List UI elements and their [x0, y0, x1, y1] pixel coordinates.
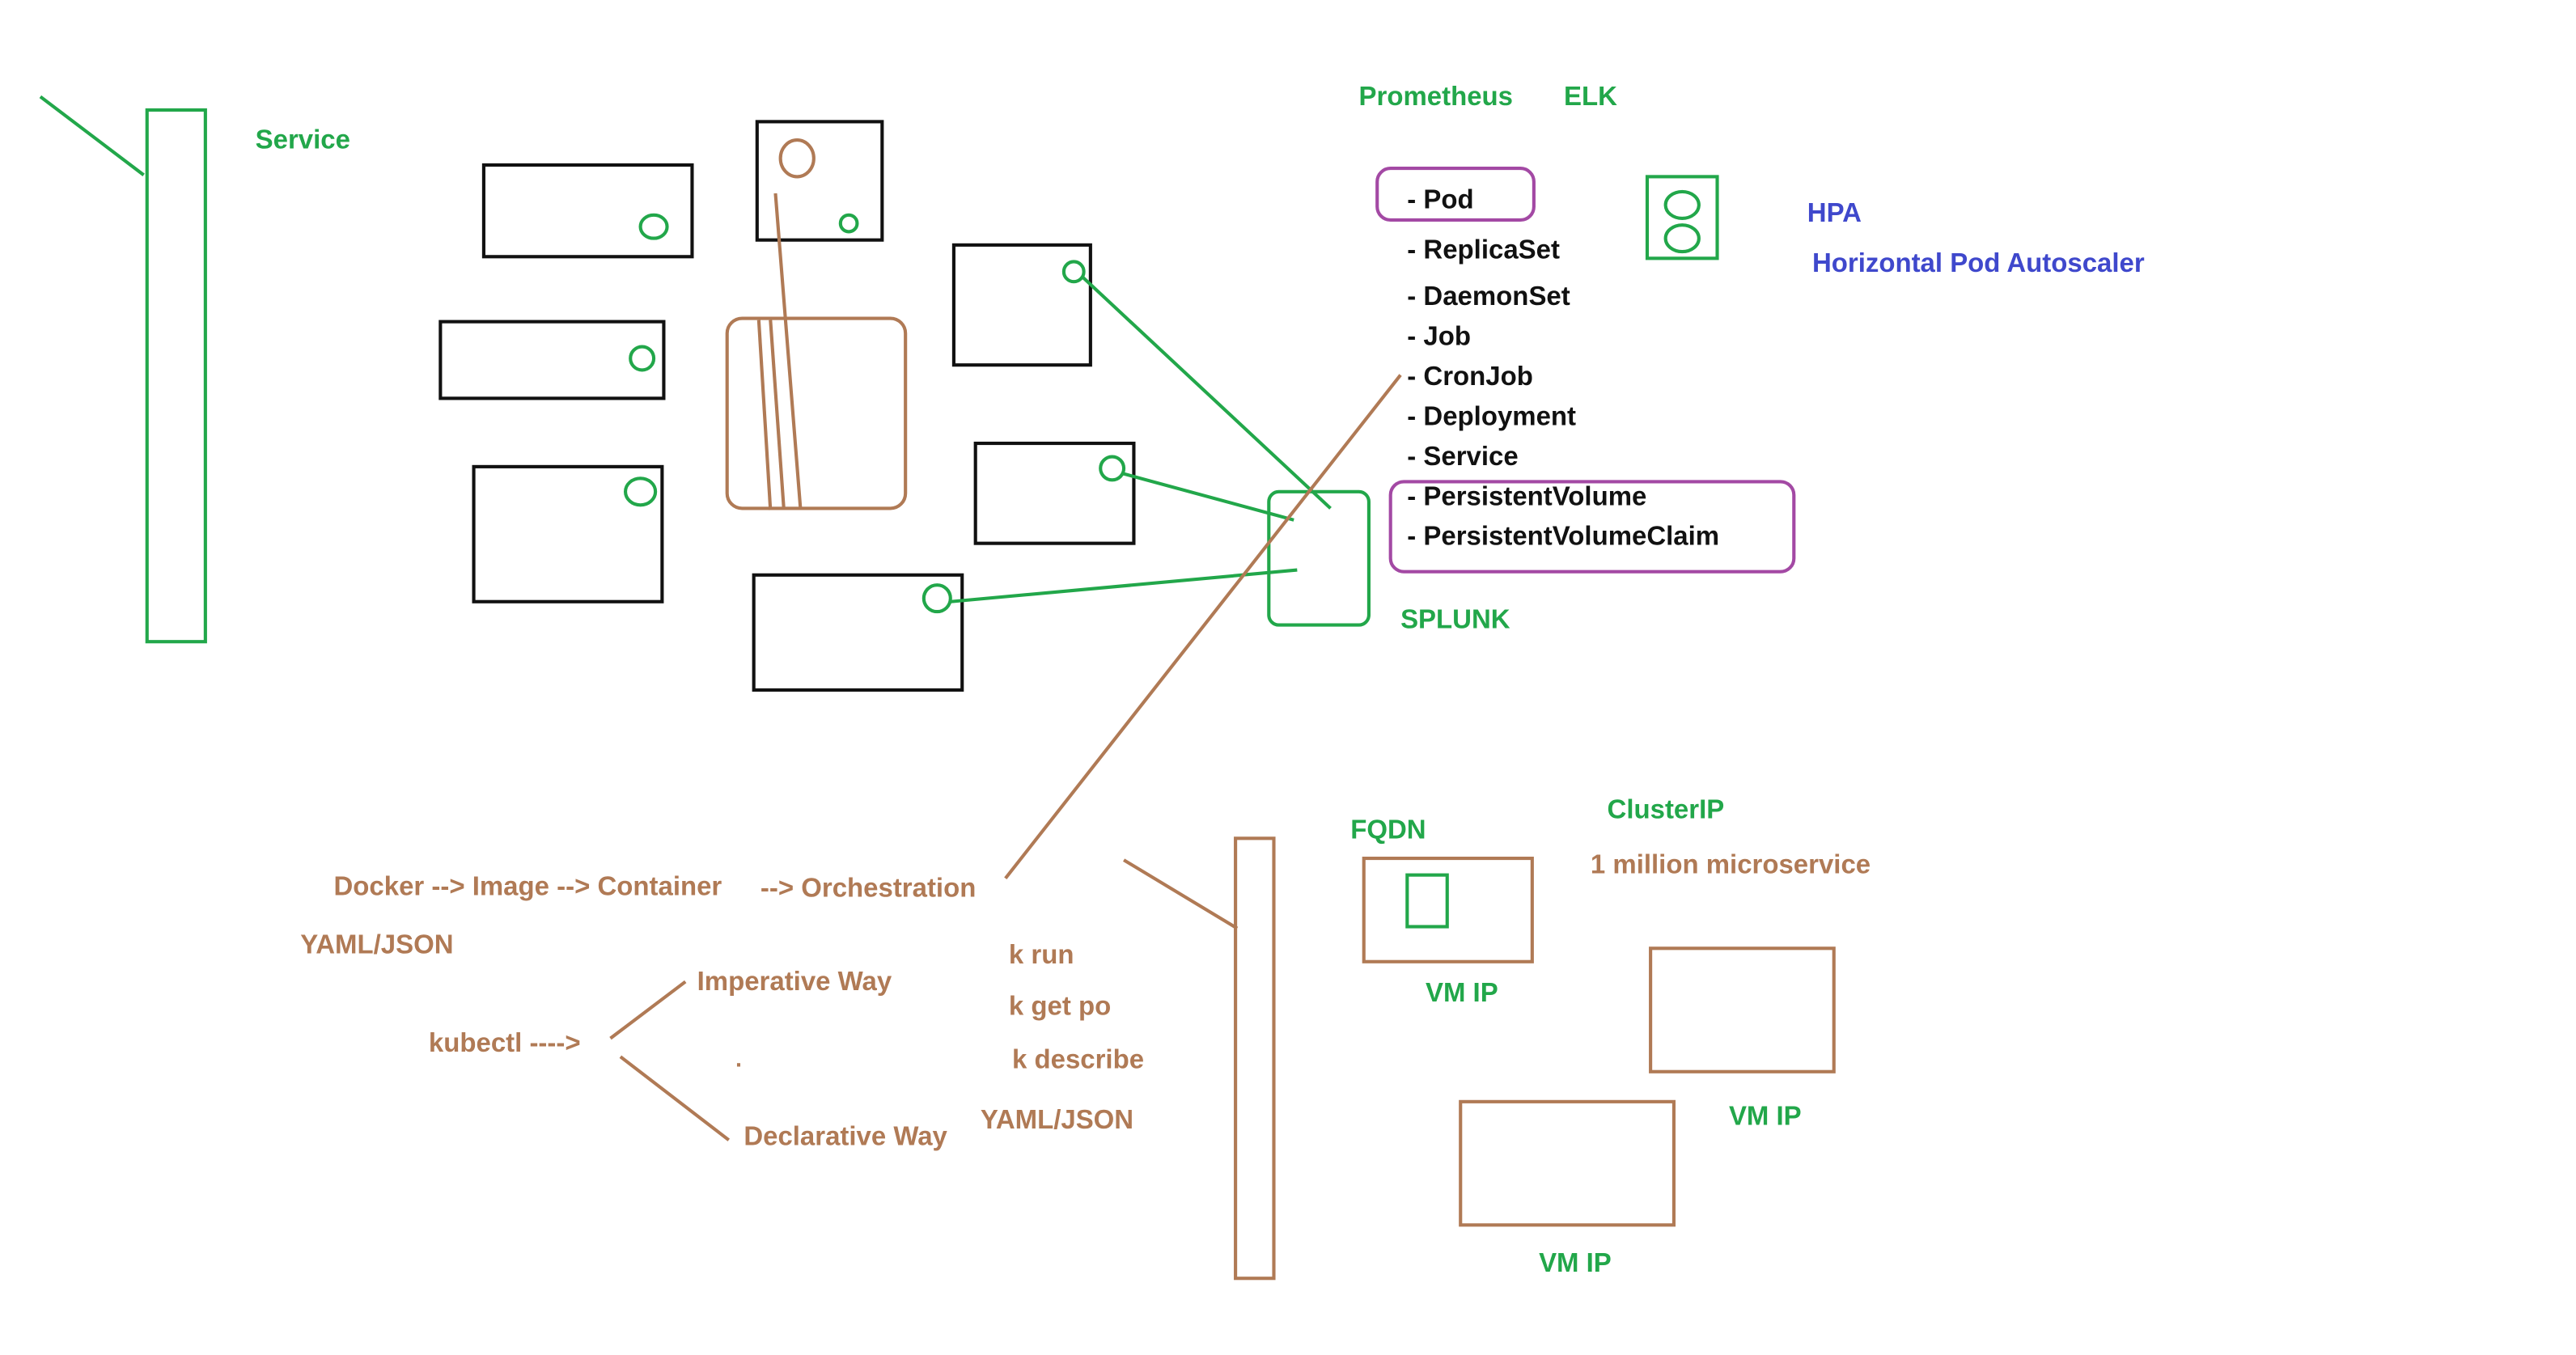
splunk-label: SPLUNK — [1400, 604, 1510, 634]
pod-circle — [629, 345, 656, 372]
pod-circle — [838, 213, 859, 234]
pod-circle — [922, 583, 952, 614]
orchestration-arrow-line — [1004, 374, 1402, 880]
k8s-object-item: - Deployment — [1407, 400, 1576, 430]
service-box — [1267, 489, 1371, 627]
service-bar — [145, 108, 207, 644]
k8s-object-item: - PersistentVolumeClaim — [1407, 521, 1719, 551]
pod-circle — [1061, 260, 1086, 284]
node-box-3 — [472, 464, 664, 603]
k8s-object-item: - DaemonSet — [1407, 281, 1570, 311]
elk-label: ELK — [1564, 81, 1617, 111]
brown-bar-connector-line — [1122, 858, 1239, 930]
brown-rounded-box — [725, 193, 908, 510]
k8s-object-item: - Service — [1407, 441, 1518, 471]
node-box-6 — [973, 441, 1136, 545]
node-box-1 — [481, 163, 694, 259]
million-microservice-label: 1 million microservice — [1591, 849, 1871, 879]
pod-link-line — [1121, 472, 1294, 522]
pod-circle — [1099, 455, 1126, 482]
pod-link-line — [950, 568, 1298, 603]
orchestration-label: --> Orchestration — [761, 872, 976, 902]
imperative-branch-line — [609, 980, 687, 1040]
k8s-object-item: - CronJob — [1407, 361, 1533, 391]
yaml-json-declarative-label: YAML/JSON — [981, 1104, 1133, 1134]
vm-box-1 — [1362, 856, 1534, 963]
brown-pod-circle — [778, 138, 816, 179]
fqdn-label: FQDN — [1350, 814, 1426, 844]
container-box — [1405, 873, 1449, 929]
k8s-object-item: - Job — [1407, 320, 1471, 350]
node-box-5 — [951, 243, 1092, 367]
declarative-branch-line — [619, 1055, 731, 1141]
persistent-volume-highlight-box — [1388, 480, 1796, 574]
brown-bar — [1234, 836, 1276, 1281]
declarative-label: Declarative Way — [744, 1120, 947, 1150]
k8s-object-item: - ReplicaSet — [1407, 234, 1560, 264]
vm-ip-label-2: VM IP — [1729, 1101, 1802, 1131]
pod-circle — [638, 213, 669, 240]
node-box-2 — [439, 320, 666, 400]
cluster-ip-label: ClusterIP — [1608, 794, 1725, 824]
k-describe-command: k describe — [1012, 1044, 1144, 1074]
pod-highlight-box — [1375, 167, 1536, 222]
k8s-object-list: - Pod - ReplicaSet - DaemonSet - Job - C… — [1407, 184, 1719, 551]
yaml-json-label: YAML/JSON — [300, 929, 453, 959]
dot-mark: . — [735, 1047, 742, 1073]
pod-circle — [623, 476, 658, 507]
service-label: Service — [256, 124, 350, 154]
hpa-label: HPA — [1807, 197, 1862, 227]
imperative-label: Imperative Way — [697, 966, 892, 996]
pod-link-line — [1081, 275, 1332, 510]
docker-flow-label: Docker --> Image --> Container — [333, 870, 722, 900]
hpa-full-label: Horizontal Pod Autoscaler — [1812, 248, 2145, 277]
vm-ip-label-3: VM IP — [1539, 1247, 1612, 1277]
vm-ip-label-1: VM IP — [1426, 977, 1498, 1007]
prometheus-label: Prometheus — [1359, 81, 1513, 111]
node-box-4 — [755, 120, 884, 242]
k8s-object-item: - PersistentVolume — [1407, 481, 1646, 510]
k-run-command: k run — [1009, 939, 1074, 969]
node-box-7 — [752, 573, 964, 692]
kubectl-label: kubectl ----> — [429, 1027, 581, 1057]
service-connector-line — [39, 95, 145, 176]
k8s-object-item: - Pod — [1407, 184, 1473, 214]
vm-box-2 — [1649, 946, 1836, 1073]
vm-box-3 — [1459, 1099, 1676, 1227]
hpa-icon — [1645, 175, 1719, 260]
k-get-po-command: k get po — [1009, 991, 1111, 1021]
